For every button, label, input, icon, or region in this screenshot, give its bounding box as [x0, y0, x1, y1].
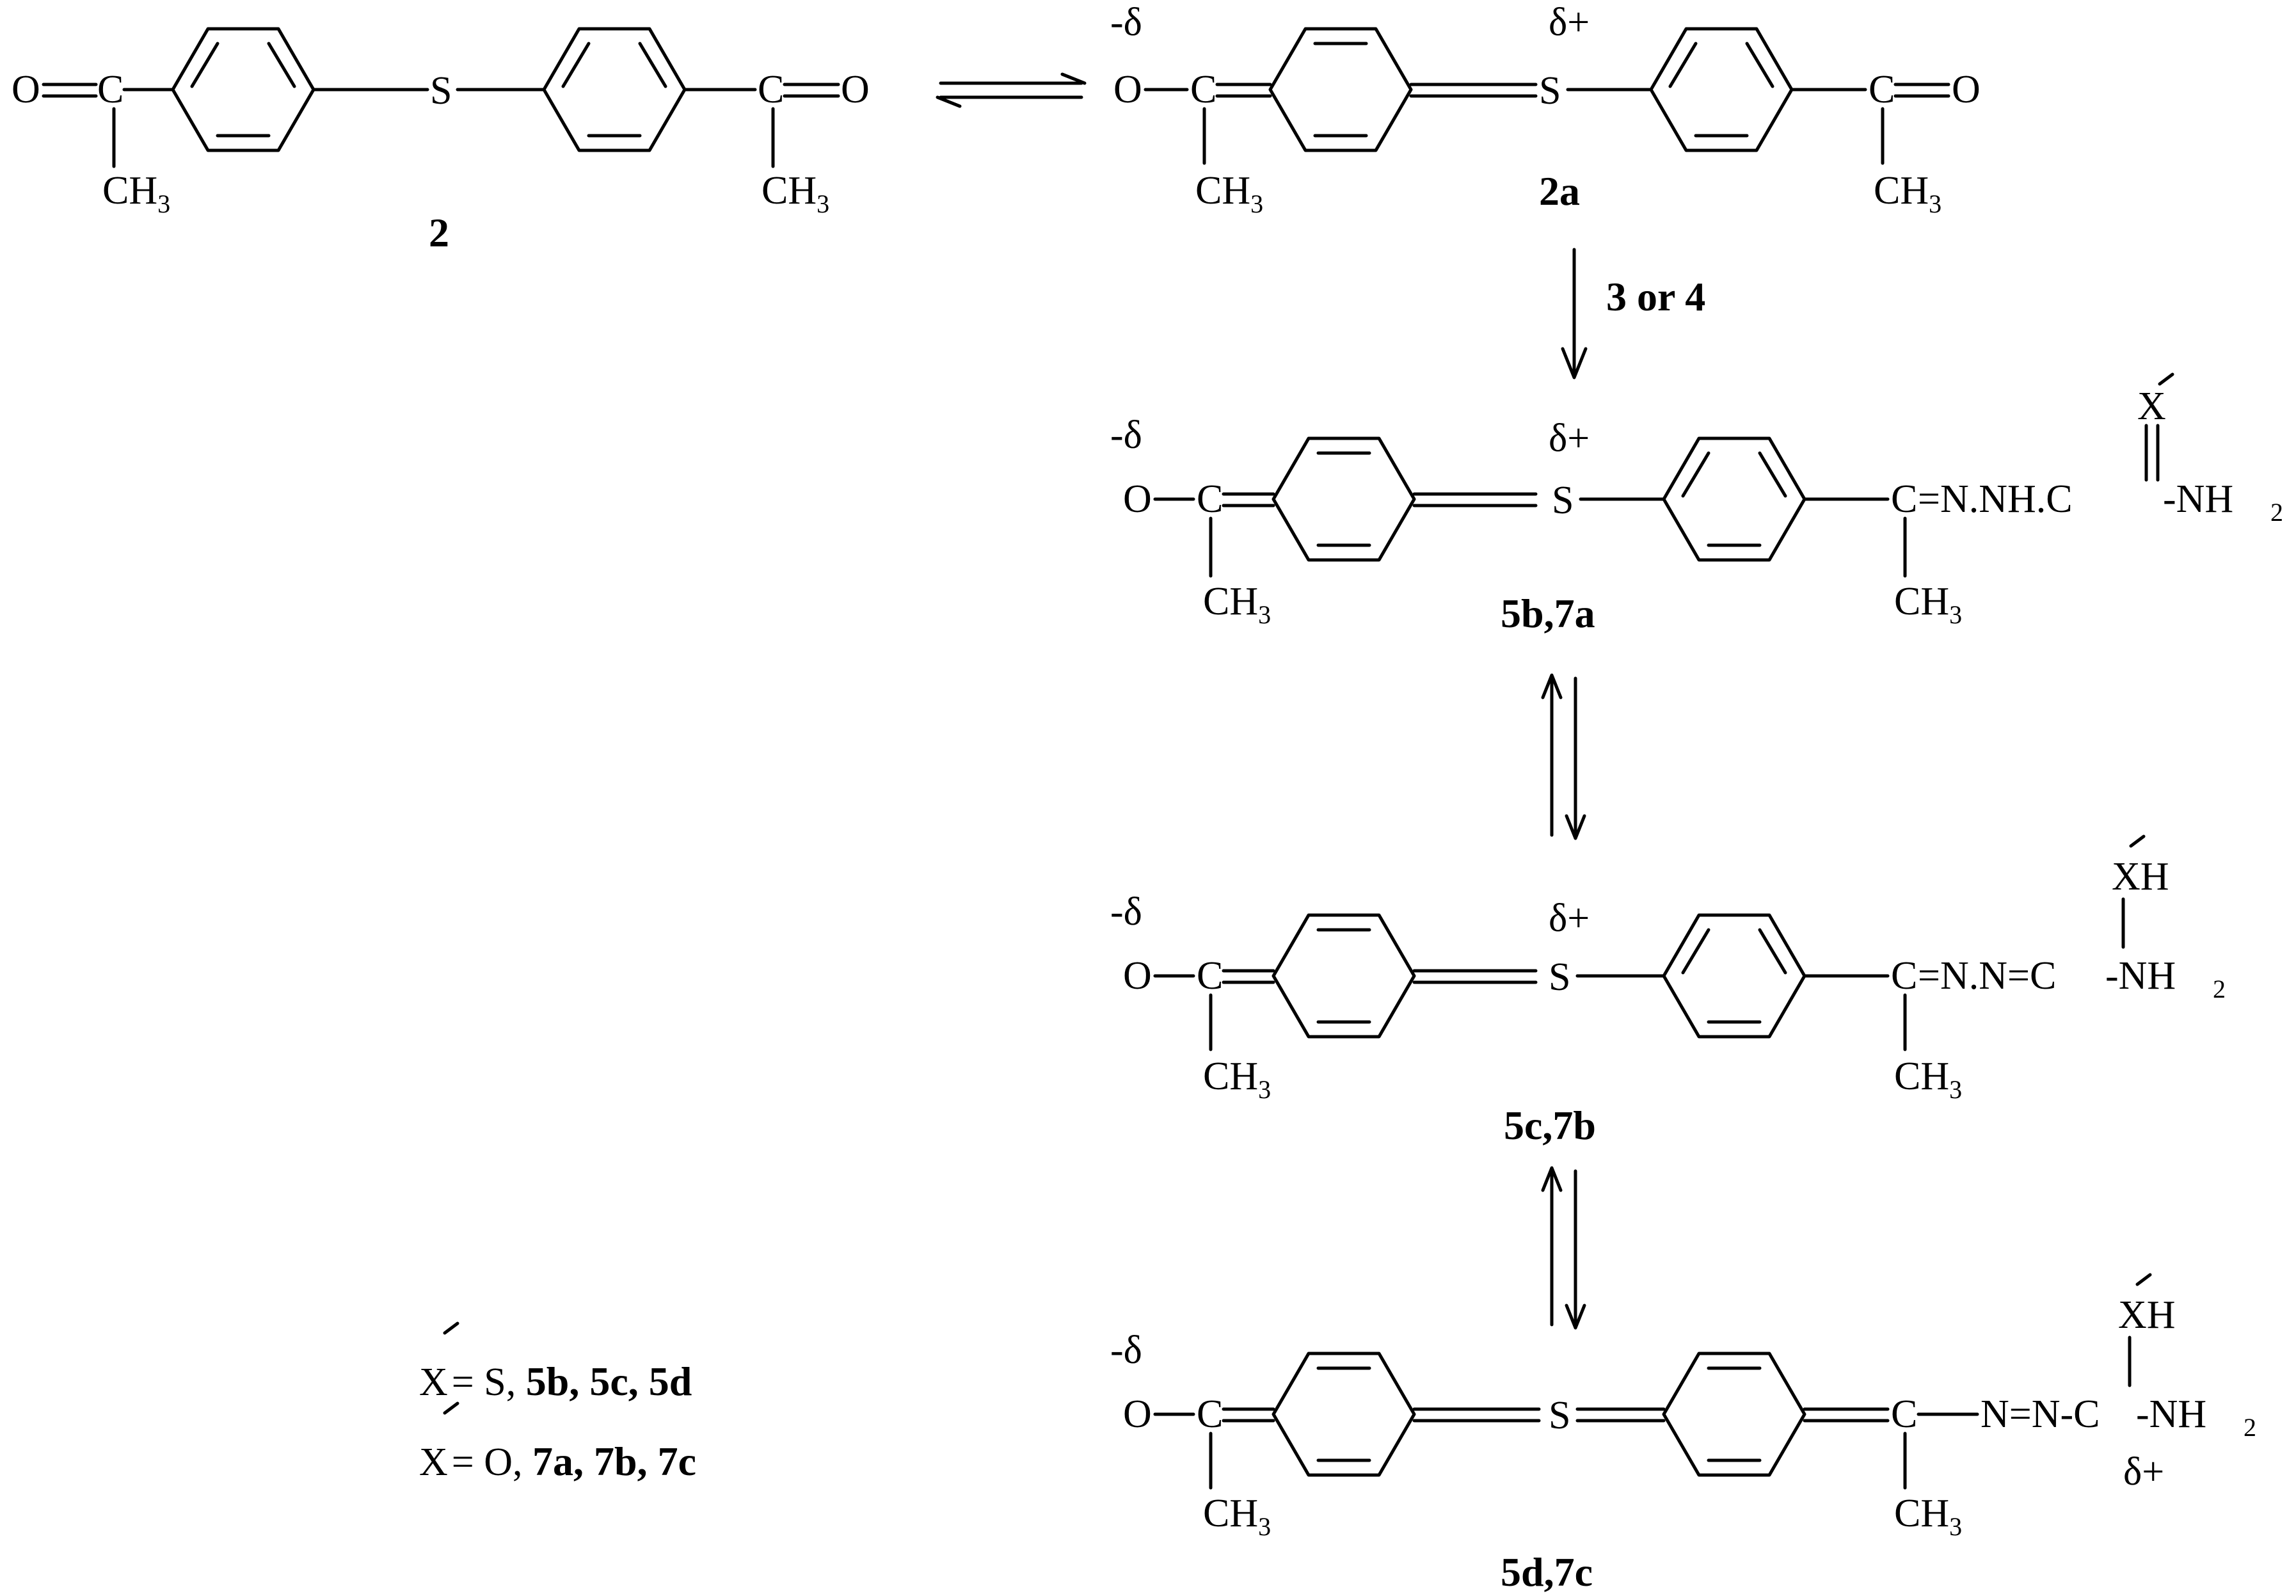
svg-text:S: S	[1549, 955, 1570, 999]
svg-text:CH3: CH3	[1203, 1492, 1271, 1541]
atom-c: C	[758, 68, 784, 111]
svg-text:CH3: CH3	[1195, 169, 1263, 218]
svg-text:δ+: δ+	[1549, 897, 1590, 940]
svg-text:-δ: -δ	[1110, 890, 1142, 934]
compound-label: 5d,7c	[1501, 1549, 1593, 1595]
svg-text:O: O	[1123, 1393, 1152, 1436]
svg-text:δ+: δ+	[1549, 417, 1590, 460]
svg-text:S: S	[1549, 1394, 1570, 1437]
equilibrium-arrow	[936, 72, 1087, 108]
partial-positive: δ+	[1549, 1, 1590, 44]
svg-text:C: C	[1891, 1393, 1917, 1436]
svg-text:-δ: -δ	[1110, 413, 1142, 457]
legend-line-s: X= S, 5b, 5c, 5d	[419, 1359, 692, 1404]
svg-text:CH3: CH3	[1203, 1055, 1271, 1104]
svg-text:XH: XH	[2112, 855, 2169, 898]
substituent-legend: X= S, 5b, 5c, 5d X= O, 7a, 7b, 7c	[419, 1321, 696, 1484]
tautomer-arrow	[1541, 673, 1586, 840]
svg-text:CH3: CH3	[761, 169, 829, 218]
compound-label: 2a	[1539, 168, 1580, 214]
svg-text:=N.N=C: =N.N=C	[1918, 954, 2056, 998]
atom-c: C	[97, 68, 124, 111]
svg-text:C: C	[1869, 68, 1895, 111]
svg-text:S: S	[1552, 479, 1574, 522]
svg-text:-NH: -NH	[2136, 1393, 2206, 1436]
atom-s: S	[430, 69, 452, 113]
svg-text:CH3: CH3	[1894, 580, 1962, 629]
svg-text:2: 2	[2213, 975, 2226, 1003]
semicarbazone-chain: =N.NH.C	[1918, 477, 2073, 521]
svg-text:O: O	[1123, 477, 1152, 521]
compound-label: 5b,7a	[1501, 591, 1595, 636]
svg-text:C: C	[1891, 954, 1917, 998]
tautomer-arrow	[1541, 1166, 1586, 1330]
compound-2a: -δ O C CH3 δ+ S C O CH3 2a	[1110, 1, 1981, 218]
svg-text:CH3: CH3	[1874, 169, 1941, 218]
svg-text:C: C	[1197, 954, 1223, 998]
svg-text:CH3: CH3	[1203, 580, 1271, 629]
x-prime: X	[2137, 385, 2166, 428]
compound-5c-7b: -δ O C CH3 δ+ S C CH3 =N.N=C -NH 2 XH 5c…	[1110, 834, 2226, 1148]
svg-text:O: O	[1113, 68, 1142, 111]
svg-text:2: 2	[2270, 498, 2283, 527]
svg-text:-NH: -NH	[2105, 954, 2176, 998]
compound-5d-7c: -δ O C CH3 S C CH3 N=N-C -NH 2 XH δ+ 5d,…	[1110, 1273, 2256, 1595]
atom-o: O	[12, 68, 40, 111]
svg-text:C: C	[1190, 68, 1216, 111]
svg-text:O: O	[1123, 954, 1152, 998]
compound-5b-7a: -δ O C CH3 δ+ S C CH3 =N.NH.C -NH 2 X 5b…	[1110, 372, 2283, 636]
svg-text:CH3: CH3	[1894, 1492, 1962, 1541]
svg-text:C: C	[1891, 477, 1917, 521]
svg-text:N=N-C: N=N-C	[1981, 1393, 2100, 1436]
svg-text:XH: XH	[2118, 1293, 2176, 1337]
svg-text:δ+: δ+	[2123, 1450, 2164, 1494]
compound-2: O C CH3 S C O CH3 2	[12, 29, 870, 255]
svg-text:2: 2	[2244, 1413, 2256, 1442]
svg-text:C: C	[1197, 1393, 1223, 1436]
atom-o: O	[841, 68, 870, 111]
svg-text:-NH: -NH	[2163, 477, 2233, 521]
svg-text:C: C	[1197, 477, 1223, 521]
partial-negative: -δ	[1110, 1, 1142, 44]
methyl-label: CH3	[102, 169, 170, 218]
legend-line-o: X= O, 7a, 7b, 7c	[419, 1439, 696, 1484]
svg-text:S: S	[1539, 69, 1561, 113]
reaction-arrow: 3 or 4	[1561, 248, 1705, 379]
svg-text:CH3: CH3	[1894, 1055, 1962, 1104]
compound-label: 5c,7b	[1504, 1103, 1596, 1148]
reaction-condition: 3 or 4	[1606, 274, 1705, 319]
svg-text:O: O	[1952, 68, 1981, 111]
compound-label: 2	[429, 210, 449, 255]
svg-text:-δ: -δ	[1110, 1329, 1142, 1372]
